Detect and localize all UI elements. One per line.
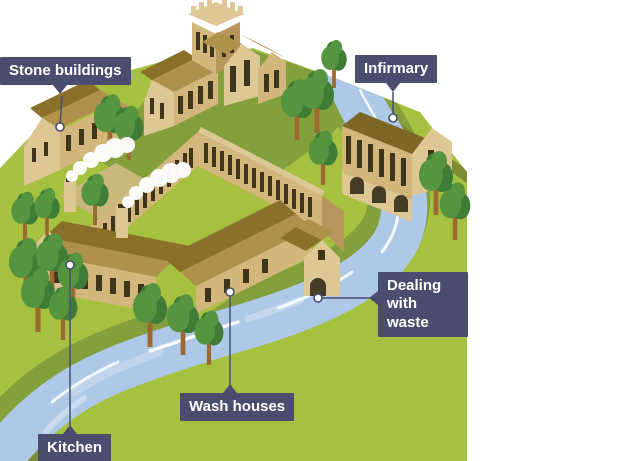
chimney (116, 206, 128, 238)
label-dealing-with-waste-text: Dealing with waste (387, 277, 442, 331)
label-kitchen-text: Kitchen (47, 439, 103, 456)
label-stone-buildings-text: Stone buildings (9, 62, 122, 79)
label-stone-buildings: Stone buildings (0, 57, 131, 95)
callout-dot-stone-buildings (55, 122, 65, 132)
callout-pointer (53, 85, 67, 95)
infirmary-building (342, 112, 452, 222)
callout-pointer (386, 83, 400, 93)
callout-dot-wash-houses (225, 287, 235, 297)
label-kitchen: Kitchen (38, 425, 112, 461)
callouts (55, 92, 398, 426)
label-dealing-with-waste: Dealing with waste (369, 272, 468, 337)
label-infirmary-text: Infirmary (364, 60, 429, 77)
smoke (66, 137, 191, 208)
label-wash-houses: Wash houses (180, 384, 295, 422)
callout-dot-kitchen (65, 260, 75, 270)
callout-pointer (63, 425, 77, 434)
chimney (64, 180, 76, 212)
waste-building (280, 219, 340, 296)
infirmary-arches (350, 177, 408, 212)
waste-arch (310, 278, 326, 296)
callout-pointer (369, 291, 378, 305)
callout-dot-dealing-with-waste (313, 293, 323, 303)
label-infirmary: Infirmary (355, 55, 438, 93)
callout-line-stone-buildings (59, 95, 63, 128)
callout-pointer (223, 384, 237, 393)
callout-dot-infirmary (388, 113, 398, 123)
path (60, 163, 168, 226)
abbey-church (140, 0, 286, 136)
south-range (164, 200, 312, 314)
label-wash-houses-text: Wash houses (189, 398, 286, 415)
